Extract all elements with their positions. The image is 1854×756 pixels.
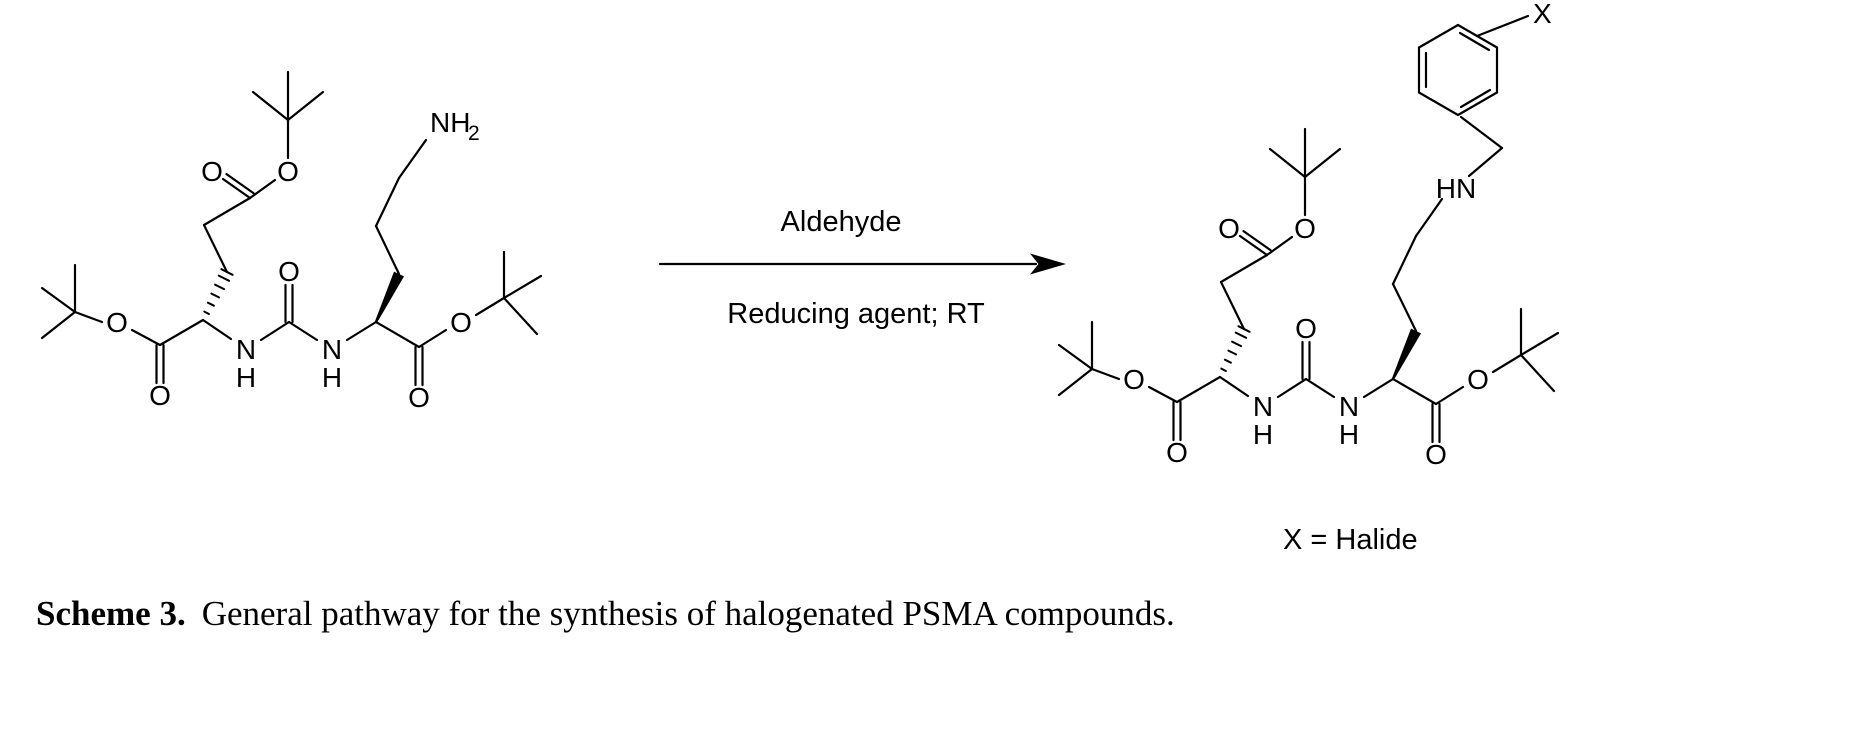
halide-x-label: X bbox=[1533, 0, 1552, 29]
atom-label-o: O bbox=[1294, 213, 1316, 244]
reaction-arrowhead bbox=[1030, 253, 1066, 275]
atom-label-n: N bbox=[236, 334, 256, 365]
atom-label-h: H bbox=[236, 362, 256, 393]
amine-nh2-label: NH bbox=[430, 107, 470, 138]
product-structure: O O O O O O O N H N H HN X X = Halide bbox=[1057, 0, 1560, 556]
x-definition-label: X = Halide bbox=[1283, 524, 1418, 556]
amine-nh2-subscript: 2 bbox=[468, 122, 480, 145]
atom-label-o: O bbox=[408, 382, 430, 413]
reagent-label: Aldehyde bbox=[781, 206, 902, 238]
scheme-caption: Scheme 3. General pathway for the synthes… bbox=[36, 594, 1175, 634]
atom-label-o: O bbox=[1425, 439, 1447, 470]
amine-hn-label: HN bbox=[1436, 173, 1476, 204]
atom-label-o: O bbox=[1123, 364, 1145, 395]
atom-label-o: O bbox=[106, 307, 128, 338]
atom-label-o: O bbox=[1166, 437, 1188, 468]
atom-label-o: O bbox=[201, 156, 223, 187]
caption-label: Scheme 3. bbox=[36, 594, 186, 633]
product-bonds bbox=[1057, 115, 1560, 444]
atom-label-n: N bbox=[1253, 391, 1273, 422]
reactant-structure: O O O O O O O N H N H NH 2 bbox=[40, 70, 543, 413]
atom-label-o: O bbox=[277, 156, 299, 187]
conditions-label: Reducing agent; RT bbox=[727, 298, 985, 330]
atom-label-o: O bbox=[1295, 313, 1317, 344]
atom-label-n: N bbox=[1339, 391, 1359, 422]
atom-label-o: O bbox=[278, 256, 300, 287]
atom-label-o: O bbox=[450, 307, 472, 338]
atom-label-o: O bbox=[1467, 364, 1489, 395]
atom-label-h: H bbox=[1339, 419, 1359, 450]
reactant-bonds bbox=[40, 70, 543, 387]
atom-label-o: O bbox=[1218, 213, 1240, 244]
benzene-ring bbox=[1417, 14, 1530, 117]
atom-label-o: O bbox=[149, 380, 171, 411]
atom-label-h: H bbox=[1253, 419, 1273, 450]
atom-label-h: H bbox=[322, 362, 342, 393]
atom-label-n: N bbox=[322, 334, 342, 365]
scheme-canvas: O O O O O O O N H N H NH 2 Aldehyde Redu… bbox=[40, 0, 1560, 556]
caption-text: General pathway for the synthesis of hal… bbox=[201, 594, 1175, 633]
reaction-arrow-group: Aldehyde Reducing agent; RT bbox=[658, 206, 1066, 330]
